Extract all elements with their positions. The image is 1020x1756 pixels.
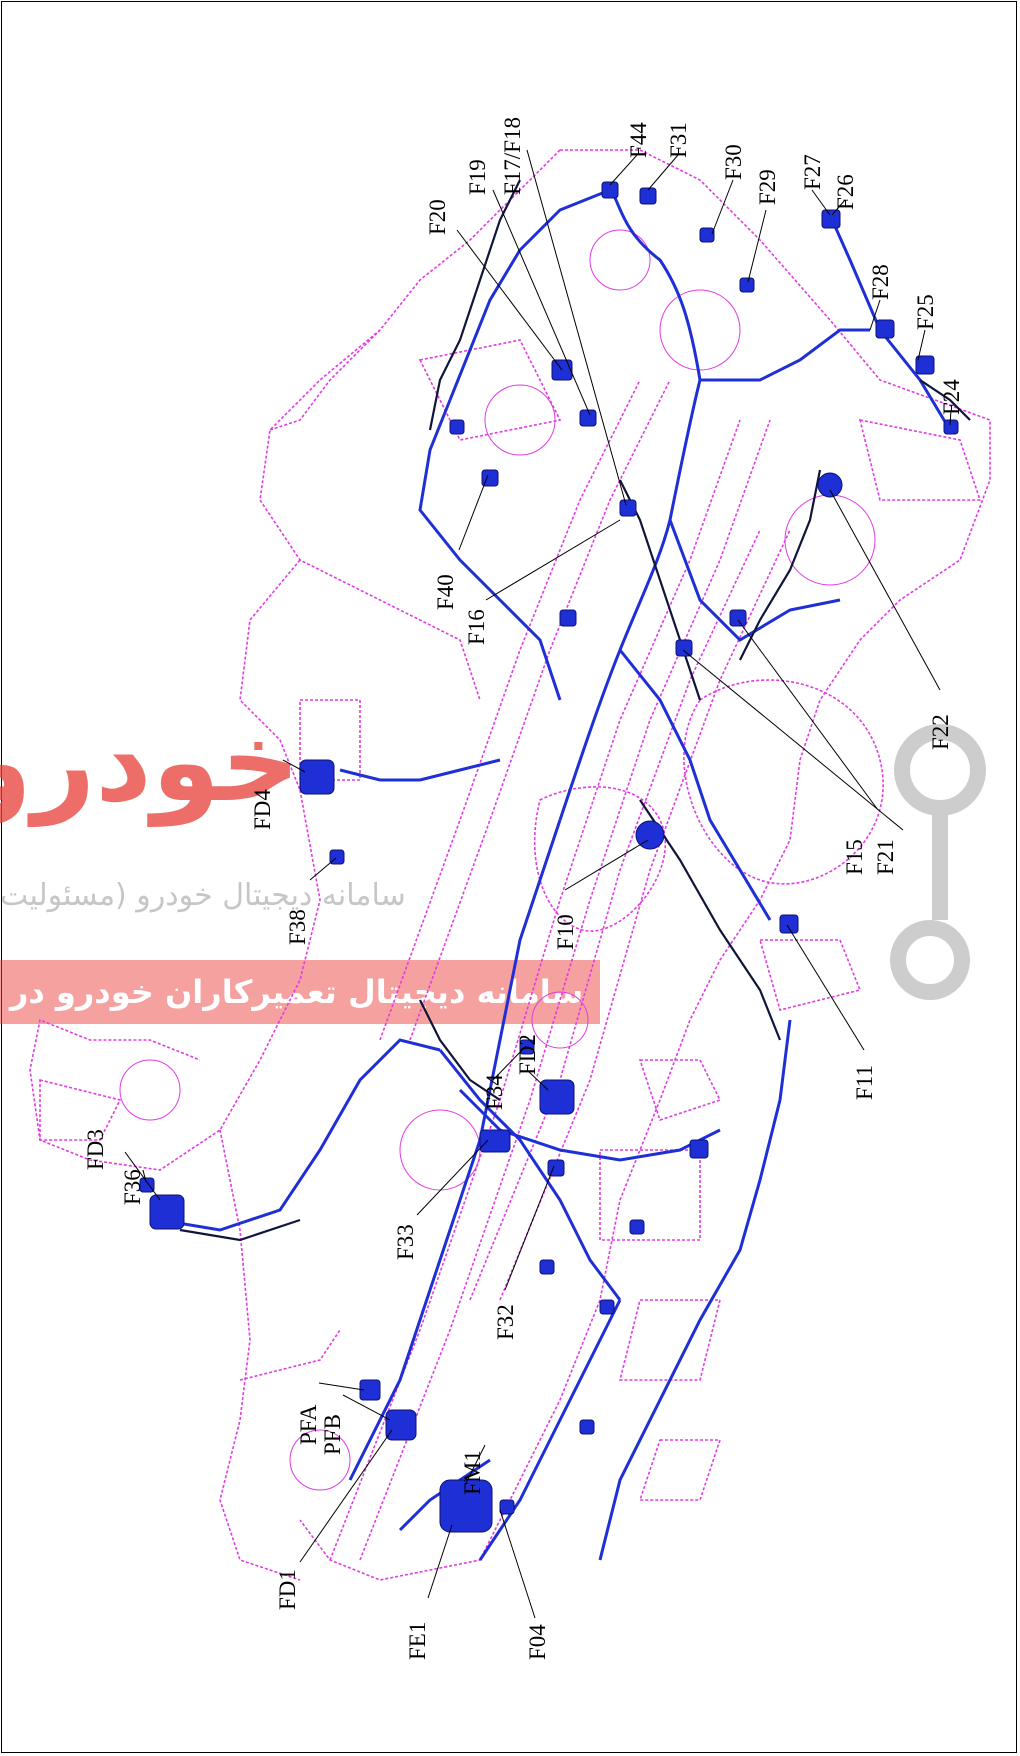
label-PFB: PFB <box>320 1414 345 1455</box>
label-F29: F29 <box>755 169 780 205</box>
label-F28: F28 <box>868 264 893 300</box>
car-body-outline <box>29 149 991 1581</box>
label-F11: F11 <box>852 1065 877 1100</box>
label-F44: F44 <box>626 122 651 158</box>
connectors <box>139 181 959 1533</box>
watermark-banner <box>0 960 600 1024</box>
label-F15: F15 <box>842 839 867 875</box>
label-F20: F20 <box>425 199 450 235</box>
leader-lines <box>124 149 952 1619</box>
label-F24: F24 <box>939 379 964 415</box>
label-FD3: FD3 <box>83 1129 108 1170</box>
label-F27: F27 <box>800 154 825 190</box>
label-FD4: FD4 <box>250 789 275 830</box>
label-F33: F33 <box>393 1224 418 1260</box>
watermark-line-1: سامانه دیجیتال خودرو (مسئولیت <box>0 878 406 913</box>
label-F04: F04 <box>525 1624 550 1660</box>
label-FD1: FD1 <box>275 1569 300 1610</box>
watermark: خودرو دیجیتال سامانه دیجیتال خودرو (مسئو… <box>0 698 986 1024</box>
label-F16: F16 <box>464 609 489 645</box>
watermark-logo: خودرو دیجیتال <box>0 698 986 1000</box>
label-F32: F32 <box>493 1304 518 1340</box>
label-F26: F26 <box>833 174 858 210</box>
watermark-line-2: سامانه دیجیتال تعمیرکاران خودرو در <box>8 973 583 1011</box>
label-FM1: FM1 <box>460 1450 485 1495</box>
label-F22: F22 <box>928 714 953 750</box>
label-F34: F34 <box>482 1074 507 1110</box>
wiring-harness <box>159 179 971 1561</box>
label-FE1: FE1 <box>405 1622 430 1660</box>
label-F30: F30 <box>721 144 746 180</box>
component-labels: F44 F31 F30 F29 F27 F26 F28 F25 F24 F20 … <box>83 117 964 1660</box>
label-F25: F25 <box>913 294 938 330</box>
label-F38: F38 <box>285 909 310 945</box>
watermark-logo-text: خودرو دیجیتال <box>0 698 300 827</box>
label-PFA: PFA <box>296 1404 321 1445</box>
label-F19: F19 <box>465 159 490 195</box>
label-F21: F21 <box>873 839 898 875</box>
label-F10: F10 <box>553 914 578 950</box>
label-FD2: FD2 <box>515 1034 540 1075</box>
label-F36: F36 <box>120 1169 145 1205</box>
label-F17-F18: F17/F18 <box>500 117 525 195</box>
label-F31: F31 <box>666 122 691 158</box>
label-F40: F40 <box>433 574 458 610</box>
